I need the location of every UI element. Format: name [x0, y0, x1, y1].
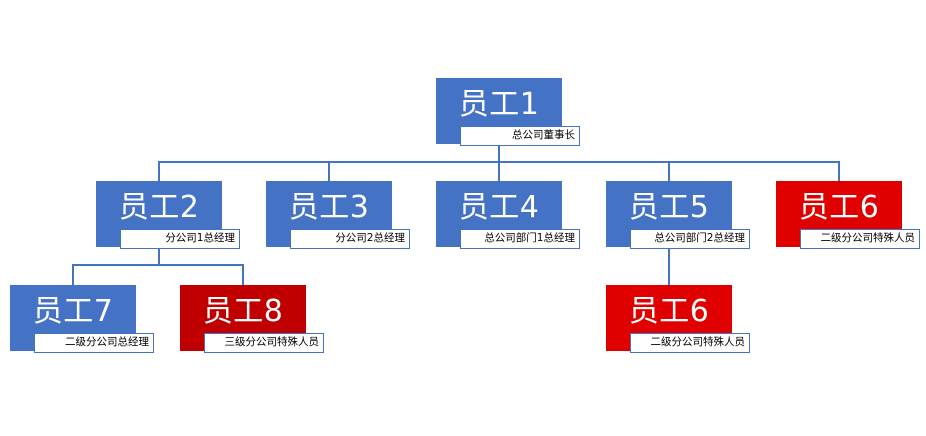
connector-line: [668, 161, 670, 181]
connector-line: [242, 264, 244, 285]
employee-title: 总公司董事长: [460, 126, 580, 146]
connector-line: [158, 249, 160, 264]
connector-line: [158, 161, 160, 181]
employee-title: 二级分公司特殊人员: [800, 229, 920, 249]
connector-line: [328, 161, 330, 181]
employee-title: 总公司部门1总经理: [460, 229, 580, 249]
employee-title: 分公司1总经理: [120, 229, 240, 249]
connector-line: [498, 161, 500, 181]
employee-name: 员工3: [266, 181, 392, 247]
connector-line: [668, 264, 670, 285]
connector-line: [838, 161, 840, 181]
employee-title: 分公司2总经理: [290, 229, 410, 249]
employee-title: 二级分公司特殊人员: [630, 333, 750, 353]
employee-title: 三级分公司特殊人员: [204, 333, 324, 353]
connector-line: [498, 146, 500, 161]
connector-line: [668, 249, 670, 264]
connector-line: [72, 264, 74, 285]
employee-title: 二级分公司总经理: [34, 333, 154, 353]
employee-title: 总公司部门2总经理: [630, 229, 750, 249]
connector-bus: [72, 264, 244, 266]
